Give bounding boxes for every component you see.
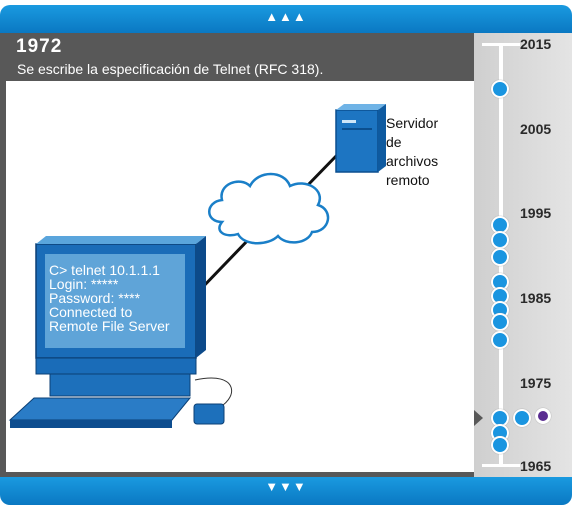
timeline-event-dot[interactable] <box>491 80 509 98</box>
timeline-year-label: 1995 <box>520 205 552 221</box>
terminal-line: Remote File Server <box>49 318 170 334</box>
computer-icon <box>8 236 233 428</box>
timeline-event-dot[interactable] <box>491 248 509 266</box>
timeline-year-label: 2005 <box>520 121 552 137</box>
timeline-year-label: 1975 <box>520 375 552 391</box>
frame-border <box>0 472 474 477</box>
server-icon <box>335 104 386 173</box>
server-label-line: de <box>386 134 402 150</box>
scroll-up-button[interactable]: ▲▲▲ <box>265 9 307 24</box>
bottom-nav-bar <box>0 477 572 505</box>
scroll-down-button[interactable]: ▼▼▼ <box>265 479 307 494</box>
timeline-event-dot[interactable] <box>491 231 509 249</box>
terminal-line: Connected to <box>49 304 133 320</box>
terminal-screen-text: C> telnet 10.1.1.1 Login: ***** Password… <box>49 263 170 333</box>
terminal-line: Password: **** <box>49 290 141 306</box>
network-cloud-icon <box>208 172 330 245</box>
timeline-year-label: 1985 <box>520 290 552 306</box>
timeline-pointer <box>474 410 483 426</box>
top-nav-bar <box>0 5 572 33</box>
timeline-year-label: 1965 <box>520 458 552 474</box>
frame-border <box>0 33 6 477</box>
connection-line-terminal <box>196 236 252 294</box>
server-label: Servidor de archivos remoto <box>386 114 438 190</box>
timeline-event-dot[interactable] <box>491 313 509 331</box>
terminal-line: Login: ***** <box>49 276 119 292</box>
server-label-line: archivos <box>386 153 439 169</box>
timeline-panel: 2015 2005 1995 1985 1975 1965 <box>474 33 572 477</box>
telnet-diagram <box>8 104 386 428</box>
timeline-year-label: 2015 <box>520 36 552 52</box>
server-label-line: Servidor <box>386 115 439 131</box>
connection-line-server <box>303 150 342 190</box>
server-label-line: remoto <box>386 172 430 188</box>
timeline-event-dot[interactable] <box>491 436 509 454</box>
timeline-tick <box>482 43 520 46</box>
event-year: 1972 <box>16 36 63 57</box>
timeline-tick <box>482 464 520 467</box>
timeline-event-dot-selected[interactable] <box>535 408 551 424</box>
terminal-line: C> telnet 10.1.1.1 <box>49 262 160 278</box>
event-header: 1972 Se escribe la especificación de Tel… <box>0 33 474 81</box>
timeline-event-dot[interactable] <box>491 331 509 349</box>
timeline-event-dot[interactable] <box>513 409 531 427</box>
event-description: Se escribe la especificación de Telnet (… <box>17 61 324 77</box>
